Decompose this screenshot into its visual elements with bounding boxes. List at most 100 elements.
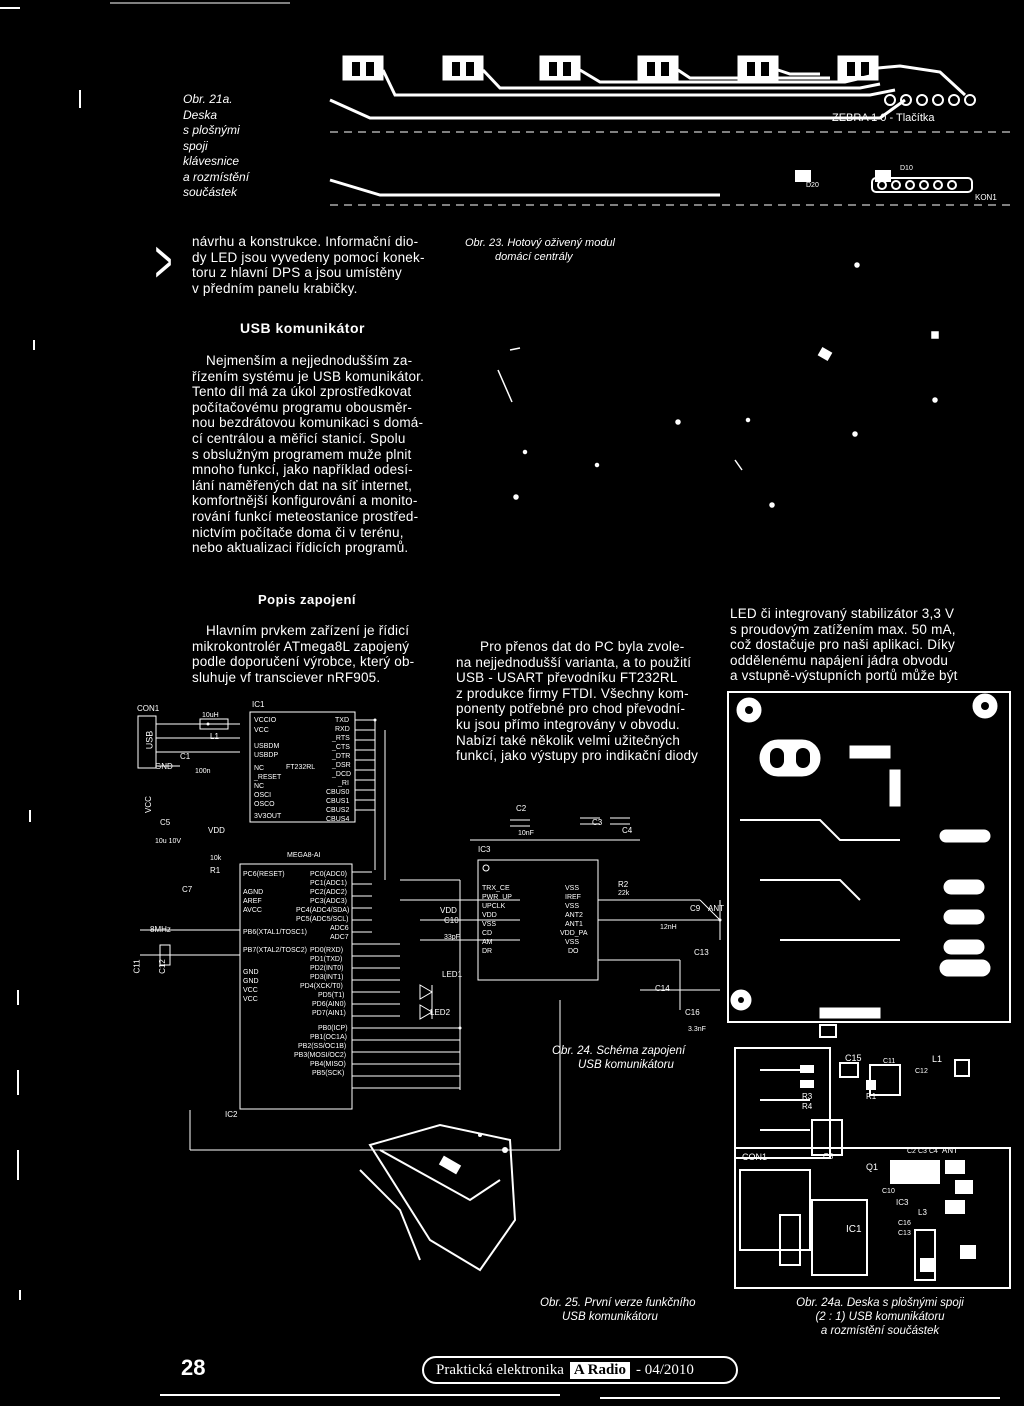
ic3-label: IC3: [478, 845, 491, 854]
zebra-label: ZEBRA 1 0 - Tlačítka: [832, 112, 935, 124]
mega-pin: PC5(ADC5/SCL): [296, 916, 349, 923]
c3-label: C3: [592, 818, 603, 827]
mega-pin: ADC6: [330, 925, 349, 932]
ft-pin: CBUS0: [326, 789, 349, 796]
c5-label: C5: [160, 818, 171, 827]
ft-pin: _CTS: [331, 744, 350, 751]
layout-label: C3: [918, 1148, 927, 1155]
text-line: mnoho funkcí, jako například odesí-: [192, 462, 413, 478]
text-line: ponenty potřebné pro chod převodní-: [456, 701, 686, 717]
mega-pin: ADC7: [330, 934, 349, 941]
mega-pin: GND: [243, 969, 259, 976]
mega-pin: PC4(ADC4/SDA): [296, 907, 349, 914]
layout-label: C12: [915, 1068, 928, 1075]
layout-label: C2: [907, 1148, 916, 1155]
mega-pin: PB2(SS/OC1B): [298, 1043, 346, 1050]
caption-line: Deska: [183, 107, 218, 122]
layout-label: L1: [932, 1054, 943, 1064]
text-line: Pro přenos dat do PC byla zvole-: [480, 639, 685, 654]
crystal-label: 8MHz: [150, 925, 171, 934]
nrf-pin: AM: [482, 939, 493, 946]
text-line: Tento díl má za úkol zprostředkovat: [192, 384, 412, 400]
mega-label: MEGA8-AI: [287, 852, 321, 859]
text-line: řízením systému je USB komunikátor.: [192, 368, 425, 384]
nrf-pin: CD: [482, 930, 492, 937]
layout-label: C13: [898, 1230, 911, 1237]
d20-label: D20: [806, 182, 819, 189]
mega-pin: PD7(AIN1): [312, 1010, 346, 1017]
nrf-pin: PWR_UP: [482, 894, 512, 901]
text-line: cí centrálou a měřicí stanicí. Spolu: [192, 430, 406, 446]
text-line: a vstupně-výstupních portů může být: [730, 668, 958, 684]
gnd-label: GND: [155, 762, 173, 771]
mega-pin: GND: [243, 978, 259, 985]
c16-value: 3.3nF: [688, 1026, 706, 1033]
mega-pin: PB3(MOSI/OC2): [294, 1052, 346, 1059]
r1-label: R1: [210, 866, 221, 875]
text-line: dy LED jsou vyvedeny pomocí konek-: [192, 249, 425, 265]
ic1-label: IC1: [252, 700, 265, 709]
text-line: z produkce firmy FTDI. Všechny kom-: [456, 685, 689, 701]
caption-line: součástek: [183, 185, 238, 199]
figure-21a-caption: Obr. 21a. Deska s plošnými spoji klávesn…: [183, 92, 293, 201]
c5-value: 10u 10V: [155, 838, 182, 845]
figure-24-caption: Obr. 24. Schéma zapojení USB komunikátor…: [552, 1044, 732, 1072]
text-line: v předním panelu krabičky.: [192, 280, 358, 296]
ic2-label: IC2: [225, 1110, 238, 1119]
text-line: mikrokontrolér ATmega8L zapojený: [192, 638, 410, 654]
nrf-pin: DR: [482, 948, 492, 955]
c14-label: C14: [655, 984, 670, 993]
kon-label: KON1: [975, 193, 997, 202]
caption-line: klávesnice: [183, 154, 240, 168]
ft-pin: OSCI: [254, 792, 271, 799]
c4-label: C4: [622, 826, 633, 835]
layout-label: C10: [882, 1188, 895, 1195]
caption-line: a rozmístění součástek: [820, 1325, 940, 1337]
mega-pin: PC0(ADC0): [310, 871, 347, 878]
mega-pin: PB5(SCK): [312, 1070, 344, 1077]
c2-value: 10nF: [518, 830, 534, 837]
caption-line: Obr. 21a.: [183, 92, 233, 106]
section-popis-title: Popis zapojení: [258, 592, 357, 607]
text-line: Nabízí také několik velmi užitečných: [456, 732, 681, 748]
ant-label: ANT: [708, 904, 724, 913]
mega-pin: PD6(AIN0): [312, 1001, 346, 1008]
ft-pin: NC: [254, 765, 264, 772]
r1-value: 10k: [210, 855, 222, 862]
caption-line: Obr. 24. Schéma zapojení: [552, 1045, 686, 1057]
caption-line: s plošnými: [183, 123, 240, 137]
layout-label: Q1: [866, 1162, 879, 1172]
layout-label: C8: [823, 1152, 834, 1161]
ft-pin: _DCD: [331, 771, 351, 778]
layout-label: R3: [802, 1092, 813, 1101]
nrf-pin: ANT1: [565, 921, 583, 928]
mega-pin: PC2(ADC2): [310, 889, 347, 896]
text-line: LED či integrovaný stabilizátor 3,3 V: [730, 606, 955, 621]
led1-label: LED1: [442, 970, 463, 979]
text-line: podle doporučení výrobce, který ob-: [192, 654, 415, 670]
figure-23-caption: Obr. 23. Hotový oživený modul domácí cen…: [465, 236, 665, 264]
ft-pin: VCC: [254, 727, 269, 734]
c16-label: C16: [685, 1008, 700, 1017]
section-usb-title: USB komunikátor: [240, 320, 365, 336]
nrf-pin: TRX_CE: [482, 885, 510, 892]
text-line: nebo aktualizaci řídicích programů.: [192, 540, 409, 556]
ft-pin: _DTR: [331, 753, 350, 760]
mega-pin: PD3(INT1): [310, 974, 343, 981]
layout-label: C16: [898, 1220, 911, 1227]
l-value: 12nH: [660, 924, 677, 931]
text-line: nictvím počítače doma či v terénu,: [192, 524, 404, 540]
c10-label: C10: [444, 916, 459, 925]
popis-paragraph: Hlavním prvkem zařízení je řídicí mikrok…: [192, 623, 454, 685]
c13-label: C13: [694, 948, 709, 957]
c10-value: 33pF: [444, 934, 460, 941]
figure-25-caption: Obr. 25. První verze funkčního USB komun…: [540, 1296, 740, 1324]
caption-line: a rozmístění: [183, 169, 250, 184]
a-radio-label: A Radio: [569, 1361, 630, 1379]
c1-label: C1: [180, 752, 191, 761]
text-line: nou bezdrátovou komunikaci s domá-: [192, 415, 424, 431]
l1-label: L1: [210, 732, 219, 741]
